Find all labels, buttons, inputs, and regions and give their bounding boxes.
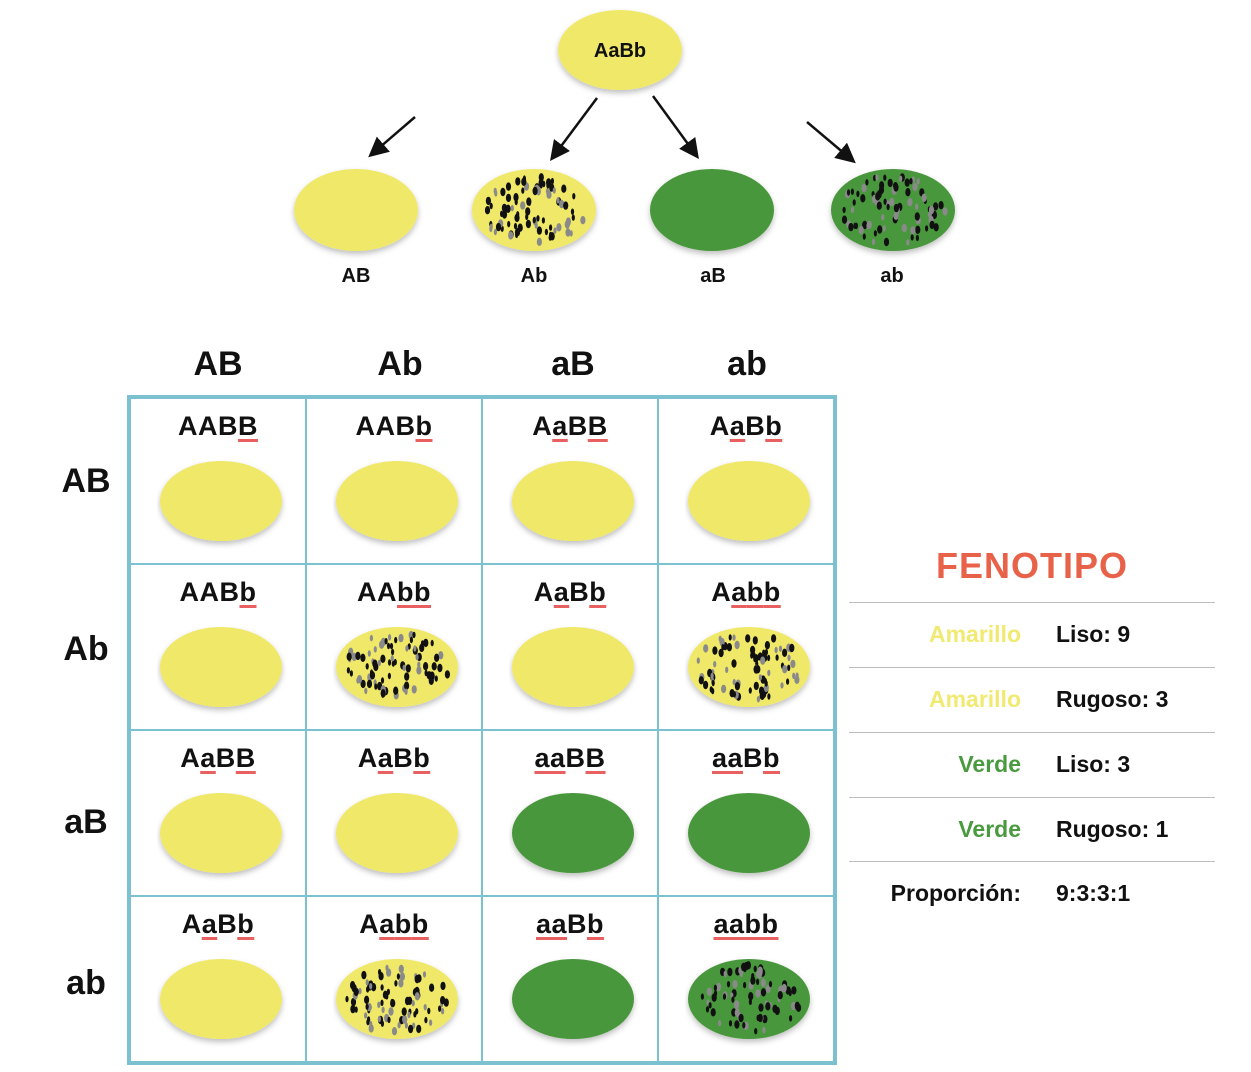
cell-genotype: Aabb <box>711 577 781 607</box>
cell-genotype: aaBb <box>535 909 605 939</box>
punnett-cell-AB-AB: AABB <box>130 398 306 564</box>
gamete-label-aB: aB <box>700 265 726 287</box>
seed-yellow-smooth <box>160 959 282 1039</box>
seed-yellow-rough <box>688 627 810 707</box>
seed-yellow-smooth <box>160 627 282 707</box>
phenotype-color-3: Verde <box>958 751 1021 777</box>
seed-green-rough <box>688 959 810 1039</box>
arrow-to-Ab <box>550 97 599 162</box>
row-header-aB: aB <box>64 803 108 841</box>
cell-genotype: AABB <box>178 411 258 441</box>
phenotype-divider <box>849 861 1215 862</box>
gamete-ab <box>831 169 955 251</box>
punnett-cell-Ab-aB: AaBb <box>482 564 658 730</box>
seed-green-smooth <box>512 793 634 873</box>
cell-genotype: AaBb <box>357 743 431 773</box>
cell-genotype: AaBb <box>533 577 607 607</box>
seed-green-smooth <box>688 793 810 873</box>
punnett-cell-AB-Ab: AABb <box>306 398 482 564</box>
punnett-cell-aB-aB: aaBB <box>482 730 658 896</box>
gamete-aB <box>650 169 774 251</box>
phenotype-color-2: Amarillo <box>928 686 1021 712</box>
punnett-cell-ab-aB: aaBb <box>482 896 658 1062</box>
punnett-cell-Ab-ab: Aabb <box>658 564 834 730</box>
seed-yellow-rough <box>336 959 458 1039</box>
punnett-cell-aB-AB: AaBB <box>130 730 306 896</box>
gamete-label-AB: AB <box>341 265 371 287</box>
column-header-aB: aB <box>551 345 595 383</box>
cell-genotype: AaBB <box>532 411 608 441</box>
phenotype-shape-2: Rugoso: 3 <box>1056 686 1169 712</box>
phenotype-divider <box>849 602 1215 603</box>
phenotype-divider <box>849 667 1215 668</box>
phenotype-shape-3: Liso: 3 <box>1056 751 1131 777</box>
punnett-cell-ab-AB: AaBb <box>130 896 306 1062</box>
cell-genotype: aabb <box>713 909 779 939</box>
parent-node: AaBb <box>558 10 682 90</box>
arrow-to-aB <box>651 95 699 160</box>
seed-yellow-smooth <box>336 793 458 873</box>
cell-genotype: AABb <box>355 411 433 441</box>
parent-genotype: AaBb <box>594 40 646 62</box>
cell-genotype: AaBB <box>180 743 256 773</box>
gamete-label-ab: ab <box>880 265 904 287</box>
cell-genotype: AABb <box>179 577 257 607</box>
seed-yellow-smooth <box>160 793 282 873</box>
punnett-cell-aB-Ab: AaBb <box>306 730 482 896</box>
gamete-diagram: AaBb <box>294 10 955 251</box>
gamete-label-Ab: Ab <box>520 265 548 287</box>
phenotype-ratio-value: 9:3:3:1 <box>1056 880 1131 906</box>
seed-yellow-smooth <box>512 627 634 707</box>
column-header-AB: AB <box>193 345 243 383</box>
phenotype-divider <box>849 797 1215 798</box>
seed-yellow-smooth <box>160 461 282 541</box>
seed-green-smooth <box>512 959 634 1039</box>
row-header-Ab: Ab <box>63 630 109 668</box>
punnett-cell-Ab-AB: AABb <box>130 564 306 730</box>
seed-yellow-smooth <box>688 461 810 541</box>
gamete-Ab <box>472 169 596 251</box>
phenotype-color-4: Verde <box>958 816 1021 842</box>
seed-yellow-smooth <box>336 461 458 541</box>
phenotype-shape-1: Liso: 9 <box>1056 621 1131 647</box>
row-header-ab: ab <box>66 964 106 1002</box>
punnett-cell-AB-ab: AaBb <box>658 398 834 564</box>
phenotype-ratio-label: Proporción: <box>890 880 1021 906</box>
cell-genotype: AaBb <box>181 909 255 939</box>
column-header-Ab: Ab <box>377 345 423 383</box>
phenotype-color-1: Amarillo <box>928 621 1021 647</box>
seed-yellow-rough <box>336 627 458 707</box>
column-header-ab: ab <box>727 345 767 383</box>
cell-genotype: aaBB <box>534 743 606 773</box>
punnett-cell-ab-ab: aabb <box>658 896 834 1062</box>
punnett-cell-AB-aB: AaBB <box>482 398 658 564</box>
cell-genotype: aaBb <box>711 743 781 773</box>
cell-genotype: Aabb <box>359 909 429 939</box>
cell-genotype: AaBb <box>709 411 783 441</box>
row-header-AB: AB <box>61 462 111 500</box>
gamete-AB <box>294 169 418 251</box>
arrow-to-ab <box>806 121 856 164</box>
phenotype-divider <box>849 732 1215 733</box>
punnett-cell-Ab-Ab: AAbb <box>306 564 482 730</box>
punnett-cell-ab-Ab: Aabb <box>306 896 482 1062</box>
cell-genotype: AAbb <box>357 577 431 607</box>
punnett-cell-aB-ab: aaBb <box>658 730 834 896</box>
seed-yellow-smooth <box>512 461 634 541</box>
phenotype-title: FENOTIPO <box>935 545 1128 586</box>
phenotype-shape-4: Rugoso: 1 <box>1056 816 1169 842</box>
arrow-to-AB <box>368 116 416 158</box>
